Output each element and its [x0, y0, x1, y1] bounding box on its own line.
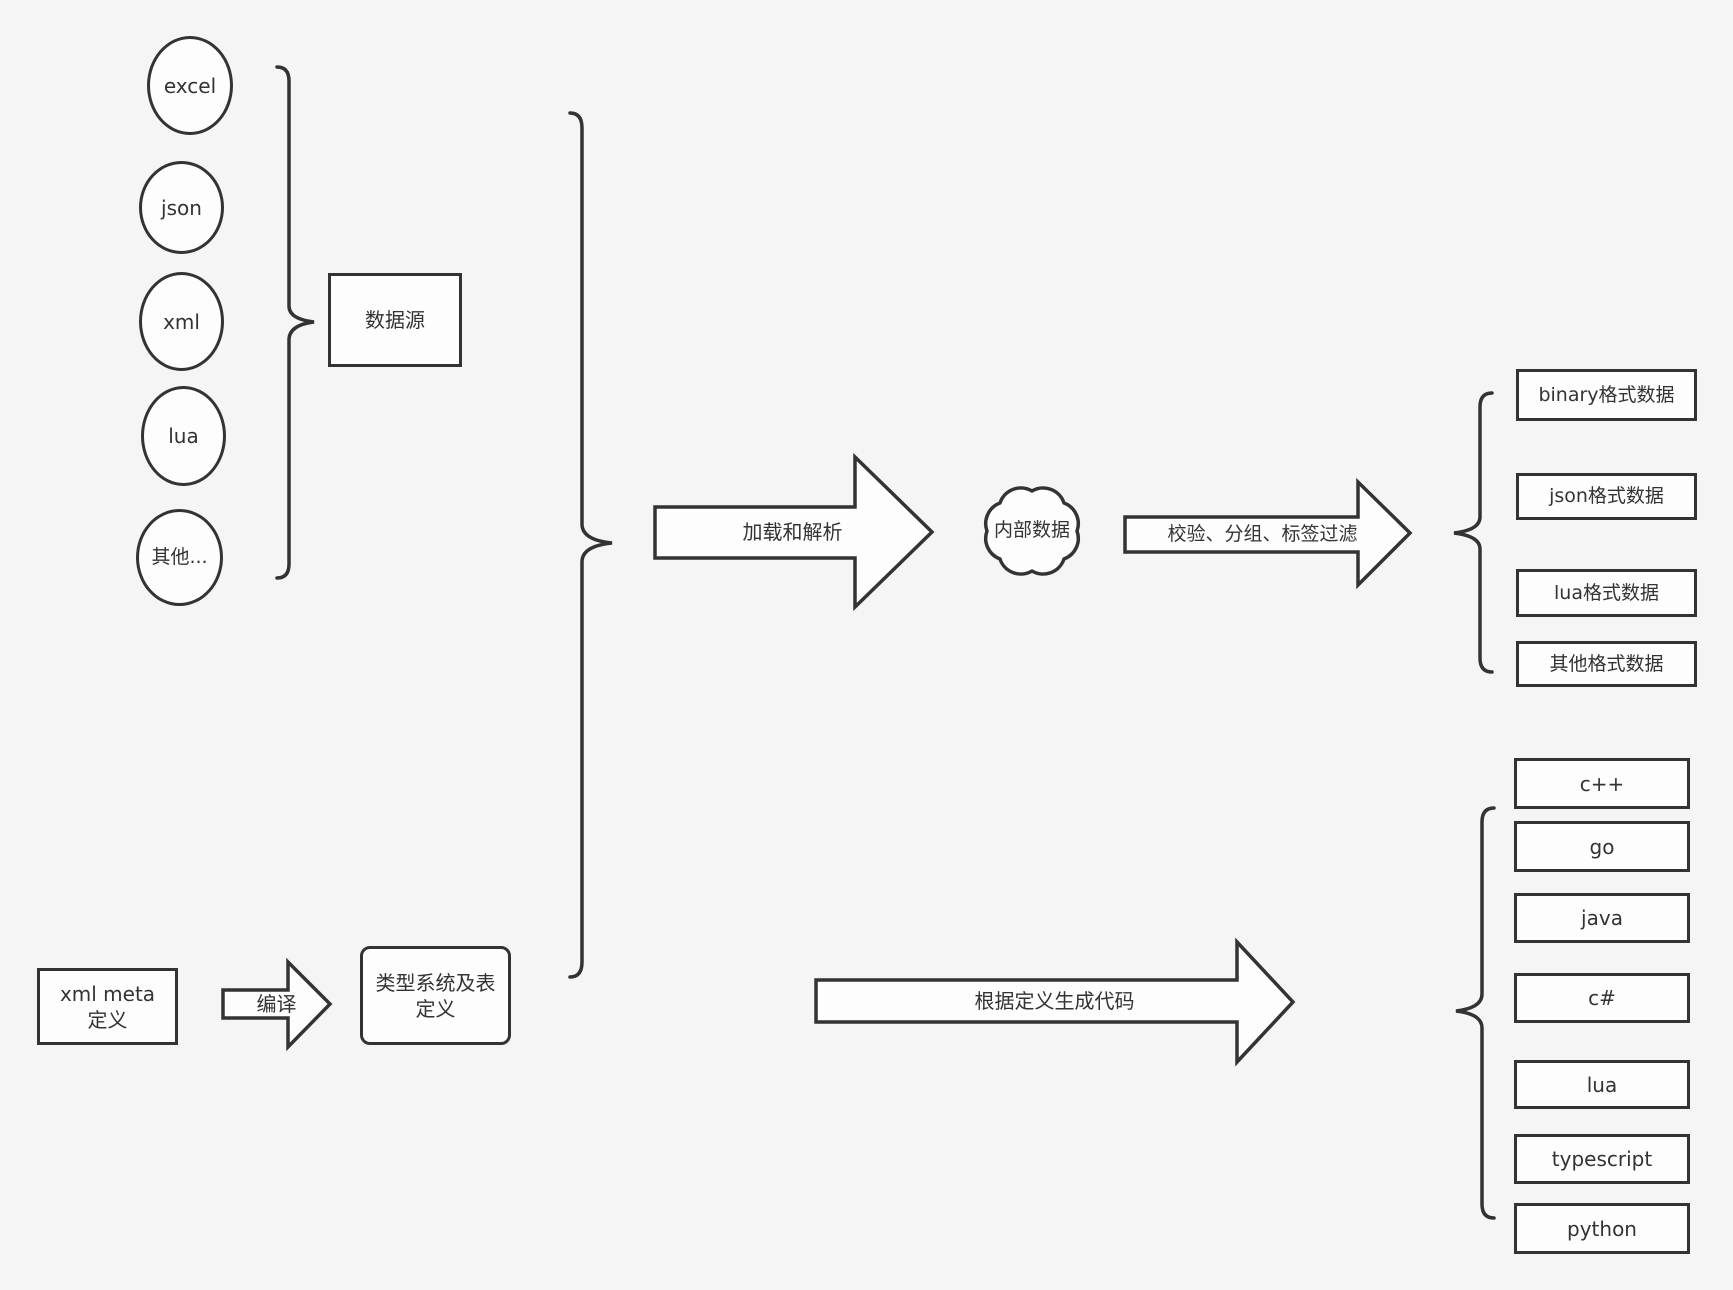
- language-box-python: python: [1514, 1203, 1690, 1254]
- language-box-label: python: [1567, 1216, 1637, 1241]
- source-label: json: [161, 195, 202, 220]
- language-box-go: go: [1514, 821, 1690, 872]
- source-ellipse-json: json: [139, 161, 224, 254]
- load-parse-arrow: [653, 452, 935, 612]
- xml-meta-box-label: xml meta定义: [59, 981, 156, 1032]
- formats-brace: [1453, 391, 1494, 674]
- format-box-label: 其他格式数据: [1549, 652, 1664, 675]
- format-box-binary: binary格式数据: [1516, 369, 1697, 421]
- data-source-box-label: 数据源: [365, 308, 425, 332]
- language-box-csharp: c#: [1514, 973, 1690, 1023]
- source-ellipse-excel: excel: [147, 36, 233, 135]
- format-box-label: binary格式数据: [1538, 383, 1675, 406]
- sources-brace: [275, 65, 315, 580]
- source-ellipse-lua: lua: [141, 386, 226, 486]
- languages-brace: [1455, 806, 1496, 1220]
- format-box-json: json格式数据: [1516, 473, 1697, 520]
- language-box-cpp: c++: [1514, 758, 1690, 809]
- language-box-label: c++: [1579, 771, 1625, 796]
- format-box-lua: lua格式数据: [1516, 569, 1697, 617]
- generate-code-arrow: [814, 937, 1296, 1067]
- language-box-label: lua: [1586, 1072, 1618, 1097]
- source-label: xml: [163, 309, 200, 334]
- type-system-box-label: 类型系统及表定义: [375, 970, 496, 1021]
- data-source-box: 数据源: [328, 273, 462, 367]
- language-box-label: c#: [1588, 986, 1616, 1010]
- language-box-label: java: [1581, 906, 1623, 930]
- format-box-label: json格式数据: [1549, 485, 1664, 508]
- language-box-java: java: [1514, 893, 1690, 943]
- source-ellipse-xml: xml: [139, 272, 224, 371]
- source-label: lua: [168, 424, 199, 448]
- language-box-typescript: typescript: [1514, 1134, 1690, 1184]
- filter-arrow: [1123, 477, 1413, 590]
- source-label: 其他...: [151, 546, 208, 569]
- language-box-lua: lua: [1514, 1060, 1690, 1109]
- format-box-label: lua格式数据: [1554, 581, 1659, 604]
- compile-arrow: [221, 957, 333, 1052]
- format-box-other: 其他格式数据: [1516, 641, 1697, 687]
- source-label: excel: [163, 73, 217, 98]
- language-box-label: go: [1589, 834, 1615, 859]
- internal-data-cloud: [983, 486, 1081, 576]
- type-system-box: 类型系统及表定义: [360, 946, 511, 1045]
- source-ellipse-other: 其他...: [136, 509, 223, 606]
- xml-meta-box: xml meta定义: [37, 968, 178, 1045]
- language-box-label: typescript: [1551, 1147, 1653, 1171]
- definitions-brace: [568, 111, 613, 979]
